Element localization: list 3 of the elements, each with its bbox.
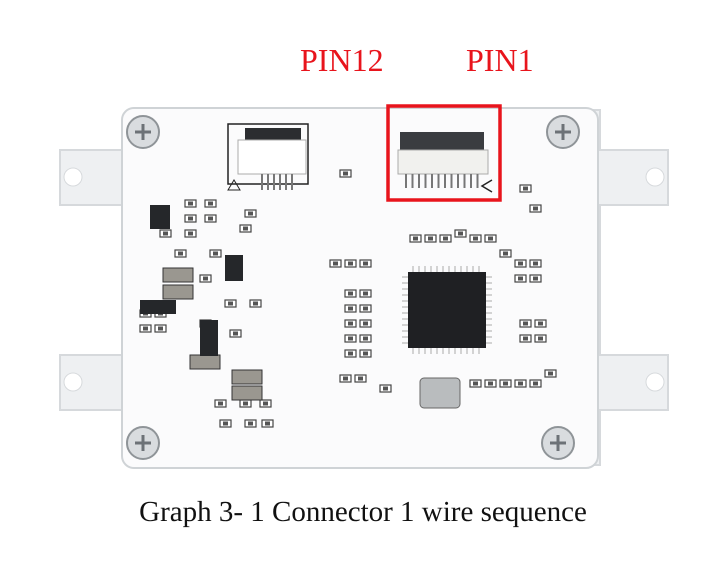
figure-caption: Graph 3- 1 Connector 1 wire sequence [139, 495, 587, 530]
pin-label: PIN12 [300, 42, 384, 78]
pin-label: PIN1 [466, 42, 534, 78]
